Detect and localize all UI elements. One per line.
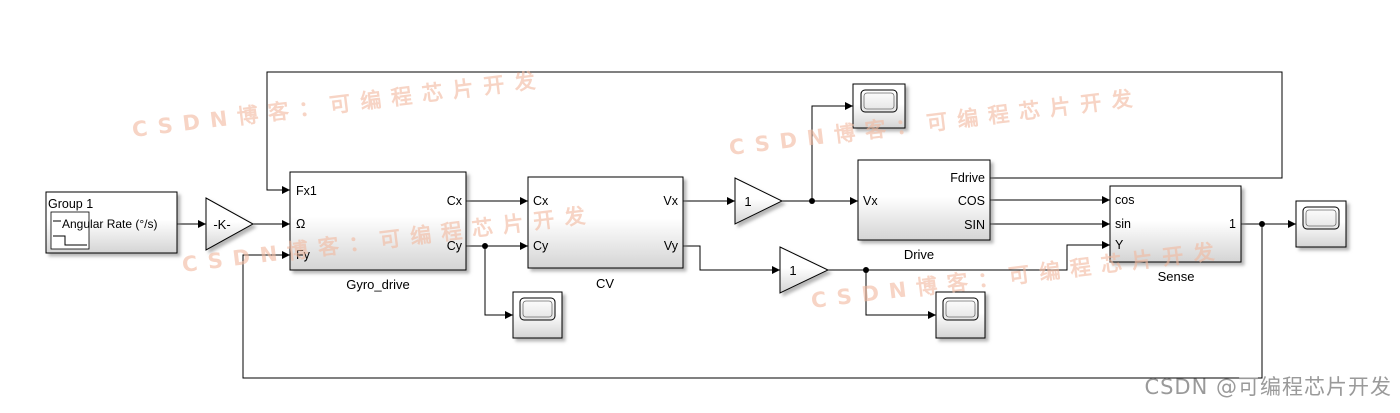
gain-k-label: -K- [213, 217, 230, 232]
gyro-drive-block: Fx1 Ω Fy Cx Cy [289, 171, 467, 271]
branch-point-sense [1259, 221, 1265, 227]
gyro-drive-block-name: Gyro_drive [346, 277, 410, 292]
scope-icon [512, 291, 563, 339]
signal-builder-group-label: Group 1 [48, 197, 93, 211]
branch-line-cy-to-scope [484, 246, 513, 319]
gain-block-vx: 1 [734, 177, 784, 225]
cv-block: Cx Cy Vx Vy [527, 176, 684, 269]
drive-block-name: Drive [904, 247, 934, 262]
gain-vy-label: 1 [789, 263, 796, 278]
sense-input-sin: sin [1115, 217, 1131, 231]
branch-point-vy [863, 267, 869, 273]
sense-block: cos sin Y 1 [1109, 185, 1242, 263]
signal-line-cv-vy-to-gain [683, 245, 780, 274]
gain-vx-label: 1 [744, 194, 751, 209]
scope-icon [1295, 200, 1347, 248]
branch-line-vy-to-scope [865, 270, 936, 319]
sense-output-1: 1 [1229, 217, 1236, 231]
cv-input-cy: Cy [533, 239, 549, 253]
gain-block-vy: 1 [779, 246, 830, 294]
cv-input-cx: Cx [533, 194, 549, 208]
feedback-line-fdrive-to-fx1 [266, 71, 1283, 194]
watermark-text: CSDN博客：可编程芯片开发 [131, 67, 547, 142]
scope-icon [935, 291, 986, 339]
drive-input-vx: Vx [863, 194, 878, 208]
cv-output-vx: Vx [663, 194, 678, 208]
scope-icon [852, 83, 906, 129]
gyro-drive-output-cy: Cy [447, 239, 463, 253]
gyro-drive-input-omega: Ω [296, 217, 305, 231]
drive-output-fdrive: Fdrive [950, 171, 985, 185]
branch-point-vx [809, 198, 815, 204]
gyro-drive-input-fy: Fy [296, 248, 311, 262]
gyro-drive-output-cx: Cx [447, 194, 463, 208]
signal-builder-block: Group 1 Angular Rate (°/s) [45, 191, 178, 254]
branch-line-vx-to-scope [811, 102, 853, 201]
cv-output-vy: Vy [664, 239, 679, 253]
drive-output-sin: SIN [964, 218, 985, 232]
gyro-drive-input-fx1: Fx1 [296, 184, 317, 198]
watermark-text: CSDN博客：可编程芯片开发 [728, 85, 1144, 160]
gain-block-k: -K- [205, 197, 255, 251]
sense-block-name: Sense [1158, 269, 1195, 284]
signal-line-gain-to-sense-y [828, 241, 1110, 271]
feedback-line-sense-to-fy [242, 224, 1263, 379]
drive-block: Vx Fdrive COS SIN [857, 159, 991, 241]
cv-block-name: CV [596, 276, 614, 291]
sense-input-cos: cos [1115, 193, 1134, 207]
sense-input-y: Y [1115, 238, 1124, 252]
drive-output-cos: COS [958, 194, 985, 208]
source-credit: CSDN @可编程芯片开发 [1144, 375, 1392, 399]
signal-builder-icon [50, 211, 90, 250]
branch-point-cy [482, 243, 488, 249]
signal-builder-signal-label: Angular Rate (°/s) [62, 217, 158, 231]
